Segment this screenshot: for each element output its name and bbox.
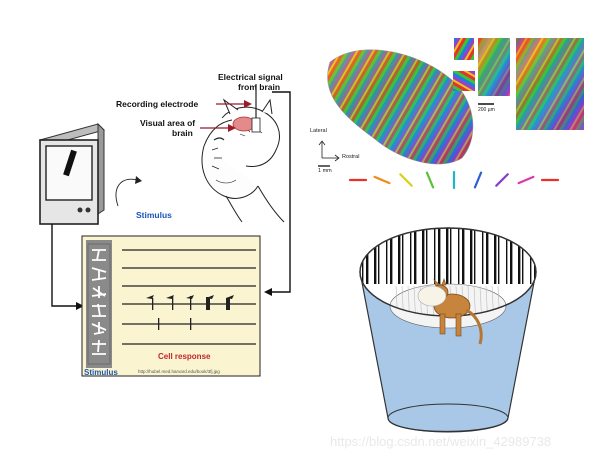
drum-stripe — [438, 228, 441, 284]
drum-stripe — [390, 228, 393, 284]
drum-stripe — [398, 228, 401, 284]
drum-stripe — [362, 228, 364, 284]
drum-floor-stripe — [491, 285, 495, 316]
drum-floor-stripe — [479, 285, 483, 316]
orientation-axes — [318, 140, 340, 167]
signal-label-line2: from brain — [238, 82, 281, 92]
drum-stripe — [458, 228, 460, 284]
drum-stripe — [378, 228, 380, 284]
drum-stripe — [426, 228, 428, 284]
stimulus-monitor — [39, 122, 105, 225]
drum-floor-stripe — [395, 285, 399, 316]
stimulus-pointer — [115, 178, 139, 207]
drum-stripe — [518, 228, 521, 284]
drum-stripe — [522, 228, 524, 284]
drum-floor-stripe — [407, 285, 411, 316]
drum-stripe — [414, 228, 417, 284]
drum-stripe — [374, 228, 377, 284]
orientation-bar — [517, 175, 535, 185]
watermark: https://blog.csdn.net/weixin_42989738 — [330, 434, 552, 449]
visual-area-label-line1: Visual area of — [140, 118, 196, 128]
drum-stripe — [482, 228, 484, 284]
lateral-label: Lateral — [310, 128, 327, 134]
rostral-label: Rostral — [342, 154, 360, 160]
orientation-bar — [495, 173, 509, 187]
visual-area-label-line2: brain — [172, 128, 193, 138]
orientation-bar — [373, 175, 391, 185]
drum-stripe — [446, 228, 449, 284]
drum-floor-stripe — [497, 285, 501, 316]
scale-mm-label: 1 mm — [318, 168, 332, 174]
kitten-in-drum — [417, 278, 483, 345]
drum-floor-stripe — [413, 285, 417, 316]
drum-stripe — [462, 228, 465, 284]
drum-stripe — [486, 228, 489, 284]
drum-stripe — [474, 228, 476, 284]
signal-line — [272, 91, 291, 293]
source-url: http://hubel.med.harvard.edu/book/3fj.jp… — [138, 369, 220, 374]
drum-floor-stripe — [401, 285, 405, 316]
monitor-to-panel-line — [51, 224, 76, 307]
signal-label-line1: Electrical signal — [218, 72, 283, 82]
drum-floor-stripe — [485, 285, 489, 316]
drum-stripe — [470, 228, 473, 284]
scale-um-label: 200 µm — [478, 107, 495, 113]
drum-stripe — [410, 228, 412, 284]
panel-stimulus-label: Stimulus — [84, 368, 118, 377]
orientation-color-key — [348, 170, 560, 190]
drum-stripe — [386, 228, 388, 284]
optokinetic-drum — [359, 227, 537, 433]
response-panel — [81, 235, 261, 377]
electrode-label: Recording electrode — [116, 99, 199, 109]
drum-stripe — [506, 228, 508, 284]
orientation-bar — [399, 173, 413, 187]
drum-stripe — [510, 228, 513, 284]
drum-stripe — [422, 228, 425, 284]
orientation-bar — [473, 171, 483, 189]
drum-stripe — [498, 228, 500, 284]
drum-stripe — [366, 228, 369, 284]
drum-floor-stripe — [473, 285, 477, 316]
drum-stripe — [402, 228, 404, 284]
orientation-insets — [453, 38, 584, 130]
drum-stripe — [434, 228, 436, 284]
drum-stripe — [450, 228, 452, 284]
drum-stripe — [494, 228, 497, 284]
cell-response-label: Cell response — [158, 352, 211, 361]
cat-drawing — [201, 98, 285, 223]
stimulus-label: Stimulus — [136, 210, 172, 220]
orientation-bar — [425, 171, 435, 189]
